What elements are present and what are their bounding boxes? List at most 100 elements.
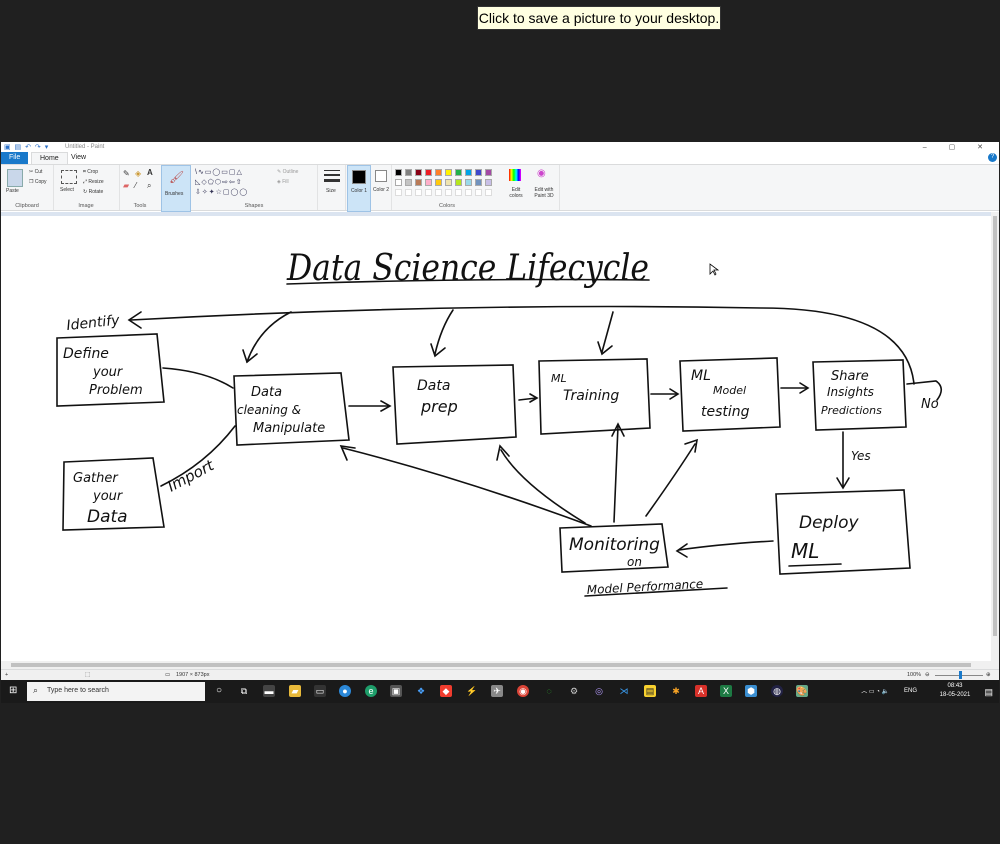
palette-swatch[interactable]: [395, 179, 402, 186]
palette-swatch[interactable]: [485, 179, 492, 186]
sticky-notes-icon[interactable]: ▤: [644, 685, 656, 697]
slack-icon[interactable]: ✱: [672, 686, 680, 696]
zoom-out-button[interactable]: ⊖: [925, 672, 930, 678]
vscode-icon[interactable]: ⋊: [619, 686, 629, 696]
custom-color-slot[interactable]: [445, 189, 452, 196]
excel-icon[interactable]: X: [720, 685, 732, 697]
app-icon-blue[interactable]: ●: [339, 685, 351, 697]
custom-color-slot[interactable]: [465, 189, 472, 196]
custom-color-slot[interactable]: [425, 189, 432, 196]
quick-access-toolbar[interactable]: ▣ ▤ ↶ ↷ ▾: [4, 144, 50, 151]
paste-button[interactable]: Paste: [6, 188, 19, 194]
palette-swatch[interactable]: [405, 179, 412, 186]
palette-swatch[interactable]: [475, 169, 482, 176]
language-indicator[interactable]: ENG: [903, 688, 917, 694]
edit-colors-icon[interactable]: [509, 169, 521, 181]
clock-date[interactable]: 18-05-2021: [939, 692, 971, 698]
brushes-button[interactable]: 🖌 Brushes: [161, 165, 191, 212]
custom-color-slot[interactable]: [435, 189, 442, 196]
custom-color-slot[interactable]: [395, 189, 402, 196]
copy-button[interactable]: ❐ Copy: [29, 179, 47, 185]
custom-color-slot[interactable]: [455, 189, 462, 196]
github-icon[interactable]: ◎: [595, 686, 603, 696]
palette-swatch[interactable]: [415, 179, 422, 186]
text-icon[interactable]: A: [147, 168, 153, 177]
windows-start-icon[interactable]: ⊞: [9, 685, 18, 696]
palette-swatch[interactable]: [445, 179, 452, 186]
drawing-canvas[interactable]: Data Science Lifecycle Identify Define y…: [1, 216, 991, 661]
resize-button[interactable]: ⤢ Resize: [83, 179, 104, 185]
paint-icon[interactable]: 🎨: [796, 685, 808, 697]
palette-swatch[interactable]: [465, 169, 472, 176]
palette-swatch[interactable]: [405, 169, 412, 176]
size-button[interactable]: Size: [319, 165, 346, 210]
cortana-icon[interactable]: ○: [215, 685, 223, 696]
palette-swatch[interactable]: [415, 169, 422, 176]
palette-swatch[interactable]: [485, 169, 492, 176]
palette-swatch[interactable]: [455, 179, 462, 186]
taskbar-search[interactable]: ⌕ Type here to search: [27, 682, 205, 701]
palette-swatch[interactable]: [475, 179, 482, 186]
file-explorer-icon[interactable]: ▰: [289, 685, 301, 697]
magnifier-icon[interactable]: ⌕: [147, 181, 152, 190]
zoom-slider-thumb[interactable]: [959, 671, 962, 679]
vertical-scroll-thumb[interactable]: [993, 216, 997, 636]
palette-swatch[interactable]: [425, 169, 432, 176]
palette-swatch[interactable]: [395, 169, 402, 176]
sync-icon[interactable]: ◌: [546, 686, 552, 696]
horizontal-scroll-thumb[interactable]: [11, 663, 971, 667]
palette-swatch[interactable]: [435, 179, 442, 186]
eraser-icon[interactable]: ▰: [123, 181, 130, 190]
custom-color-slot[interactable]: [405, 189, 412, 196]
zoom-in-button[interactable]: ⊕: [986, 672, 991, 678]
palette-swatch[interactable]: [455, 169, 462, 176]
gear-app-icon[interactable]: ⬢: [745, 685, 757, 697]
vertical-scrollbar[interactable]: [991, 212, 999, 661]
terminal-icon[interactable]: ▬: [263, 685, 275, 697]
paint3d-icon[interactable]: ◉: [537, 168, 546, 179]
git-icon[interactable]: ◆: [440, 685, 452, 697]
obs-icon[interactable]: ◍: [771, 685, 783, 697]
select-button[interactable]: Select: [60, 187, 74, 193]
rotate-button[interactable]: ↻ Rotate: [83, 189, 104, 195]
palette-swatch[interactable]: [465, 179, 472, 186]
edge-icon[interactable]: e: [365, 685, 377, 697]
window-controls[interactable]: – ▢ ✕: [922, 144, 993, 151]
cut-button[interactable]: ✂ Cut: [29, 169, 43, 175]
custom-color-slot[interactable]: [415, 189, 422, 196]
clock-time[interactable]: 08:43: [947, 683, 963, 689]
horizontal-scrollbar[interactable]: [1, 661, 999, 669]
cmd-icon[interactable]: ▭: [314, 685, 326, 697]
powershell-icon[interactable]: ⚡: [466, 686, 478, 696]
palette-swatch[interactable]: [435, 169, 442, 176]
chrome-icon[interactable]: ◉: [517, 685, 529, 697]
tray-icons[interactable]: ︿ ▭ ◔ 🔈: [861, 689, 889, 695]
shapes-gallery[interactable]: \∿▭◯▭▢△◺◇⬠⬡⇨⇦⇧⇩✧✦☆▢◯◯: [195, 169, 249, 196]
palette-swatch[interactable]: [445, 169, 452, 176]
task-view-icon[interactable]: ⧉: [240, 686, 248, 696]
pdf-icon[interactable]: A: [695, 685, 707, 697]
notifications-icon[interactable]: ▤: [984, 687, 993, 697]
selection-icon: ⬚: [85, 672, 91, 678]
tool-icon[interactable]: ✈: [491, 685, 503, 697]
color1-button[interactable]: Color 1: [347, 165, 371, 212]
pencil-icon[interactable]: ✎: [123, 169, 130, 178]
custom-color-slot[interactable]: [475, 189, 482, 196]
select-icon[interactable]: [61, 170, 77, 184]
palette-swatch[interactable]: [425, 179, 432, 186]
outline-button[interactable]: ✎ Outline: [277, 169, 299, 175]
tab-home[interactable]: Home: [31, 152, 68, 164]
dropbox-icon[interactable]: ❖: [416, 686, 426, 696]
help-icon[interactable]: ?: [988, 153, 997, 162]
tab-file[interactable]: File: [1, 152, 29, 164]
tab-view[interactable]: View: [71, 154, 87, 161]
color2-button[interactable]: Color 2: [371, 165, 392, 210]
fill-button[interactable]: ◈ Fill: [277, 179, 289, 185]
store-icon[interactable]: ▣: [390, 685, 402, 697]
fill-icon[interactable]: ◈: [135, 169, 142, 178]
crop-button[interactable]: ⌗ Crop: [83, 169, 99, 175]
settings-icon[interactable]: ⚙: [569, 686, 579, 696]
custom-color-slot[interactable]: [485, 189, 492, 196]
paste-icon[interactable]: [7, 169, 23, 187]
picker-icon[interactable]: ⁄: [135, 181, 137, 190]
